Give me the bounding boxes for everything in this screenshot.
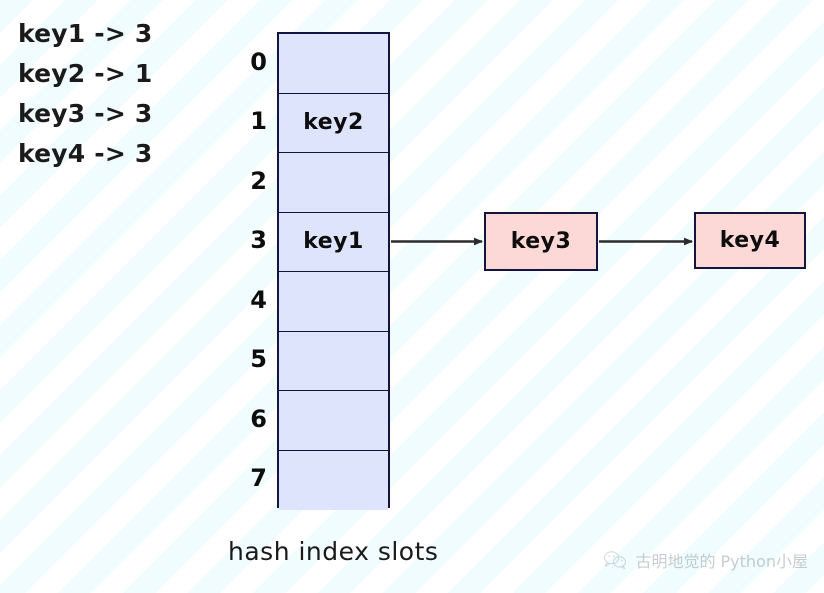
slot-index-column: 0 1 2 3 4 5 6 7 (225, 32, 267, 508)
hash-slot-table: key2 key1 (277, 32, 390, 510)
key-mapping-list: key1 -> 3 key2 -> 1 key3 -> 3 key4 -> 3 (18, 14, 228, 174)
diagram-caption: hash index slots (228, 537, 439, 566)
chain-node-label: key3 (510, 229, 572, 254)
key-mapping-line: key4 -> 3 (18, 139, 153, 168)
slot-row (279, 391, 388, 451)
slot-row (279, 272, 388, 332)
watermark-text: 古明地觉的 Python小屋 (635, 552, 808, 571)
key-mapping-line: key3 -> 3 (18, 99, 153, 128)
slot-index-label: 6 (250, 404, 267, 433)
slot-index-label: 7 (250, 464, 267, 493)
key-mapping-line: key2 -> 1 (18, 59, 153, 88)
key-mapping-line: key1 -> 3 (18, 19, 153, 48)
chain-node-key4: key4 (694, 212, 806, 269)
slot-row (279, 34, 388, 94)
slot-row (279, 450, 388, 510)
slot-index-label: 3 (250, 226, 267, 255)
chain-node-label: key4 (719, 228, 781, 253)
slot-index-label: 1 (250, 107, 267, 136)
watermark: 古明地觉的 Python小屋 (603, 548, 808, 572)
chain-node-key3: key3 (484, 212, 598, 271)
slot-row: key1 (279, 212, 388, 272)
wechat-icon (604, 551, 627, 570)
slot-value: key2 (303, 110, 364, 136)
slot-index-label: 2 (250, 166, 267, 195)
slot-index-label: 4 (250, 285, 267, 314)
slot-index-label: 0 (250, 47, 267, 76)
slot-value: key1 (303, 229, 364, 255)
slot-row (279, 331, 388, 391)
slot-row: key2 (279, 93, 388, 153)
slot-row (279, 153, 388, 213)
slot-index-label: 5 (250, 345, 267, 374)
